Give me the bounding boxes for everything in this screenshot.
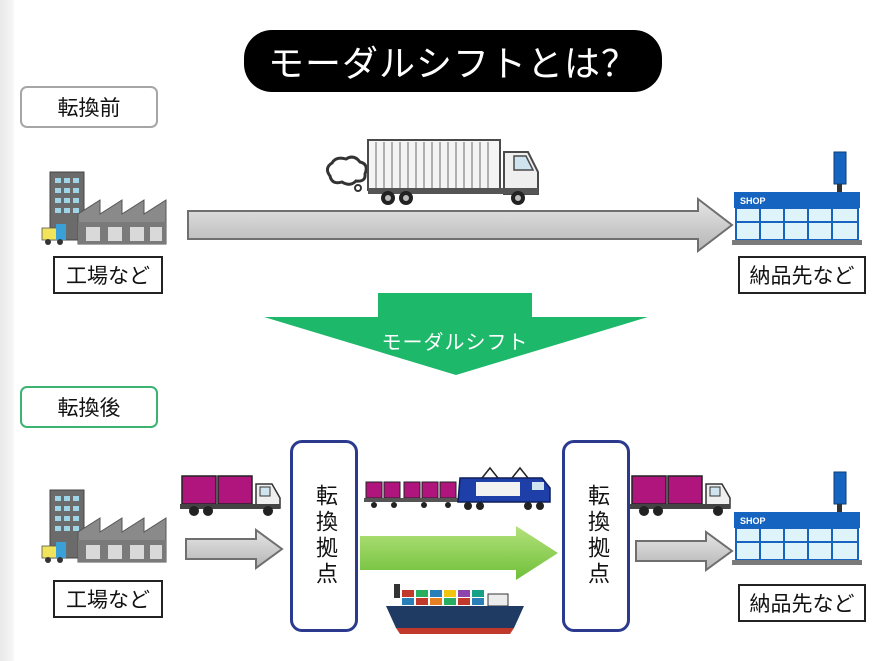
truck-icon-before — [367, 139, 539, 205]
transfer-hub-right-text: 転換拠点 — [584, 484, 609, 588]
stage-label-before: 転換前 — [20, 86, 158, 128]
destination-label-after-text: 納品先など — [749, 592, 855, 616]
store-icon-after: SHOP — [732, 471, 862, 565]
origin-label-after-text: 工場など — [66, 588, 150, 612]
store-sign-before: SHOP — [740, 196, 766, 206]
road-arrow-after-right — [635, 530, 734, 572]
destination-label-after: 納品先など — [738, 584, 866, 622]
stage-label-after: 転換後 — [20, 386, 158, 428]
store-icon-before: SHOP — [732, 151, 862, 245]
freight-train-icon — [364, 466, 551, 510]
road-arrow-after-left — [185, 528, 284, 570]
destination-label-before: 納品先など — [738, 256, 866, 294]
cargo-ship-icon — [386, 584, 524, 634]
modal-shift-label: モーダルシフト — [381, 330, 529, 354]
stage-label-after-text: 転換後 — [57, 396, 121, 420]
factory-icon-before — [41, 171, 167, 245]
transfer-hub-left: 転換拠点 — [290, 440, 358, 632]
page-title-text: モーダルシフトとは？ — [267, 44, 638, 85]
origin-label-after: 工場など — [53, 580, 163, 618]
transfer-hub-right: 転換拠点 — [562, 440, 630, 632]
stage-label-before-text: 転換前 — [57, 96, 121, 120]
origin-label-before-text: 工場など — [66, 264, 150, 288]
origin-label-before: 工場など — [53, 256, 163, 294]
destination-label-before-text: 納品先など — [749, 264, 855, 288]
left-edge-shade — [0, 0, 14, 661]
container-truck-icon-left — [180, 475, 281, 516]
store-sign-after: SHOP — [740, 516, 766, 526]
transfer-hub-left-text: 転換拠点 — [312, 484, 337, 588]
page-title: モーダルシフトとは？ — [244, 30, 662, 92]
container-truck-icon-right — [630, 475, 731, 516]
rail-sea-arrow — [360, 526, 558, 580]
exhaust-cloud-icon — [325, 155, 368, 192]
factory-icon-after — [41, 489, 167, 563]
road-arrow-before — [187, 196, 734, 254]
modal-shift-arrow — [264, 293, 648, 375]
